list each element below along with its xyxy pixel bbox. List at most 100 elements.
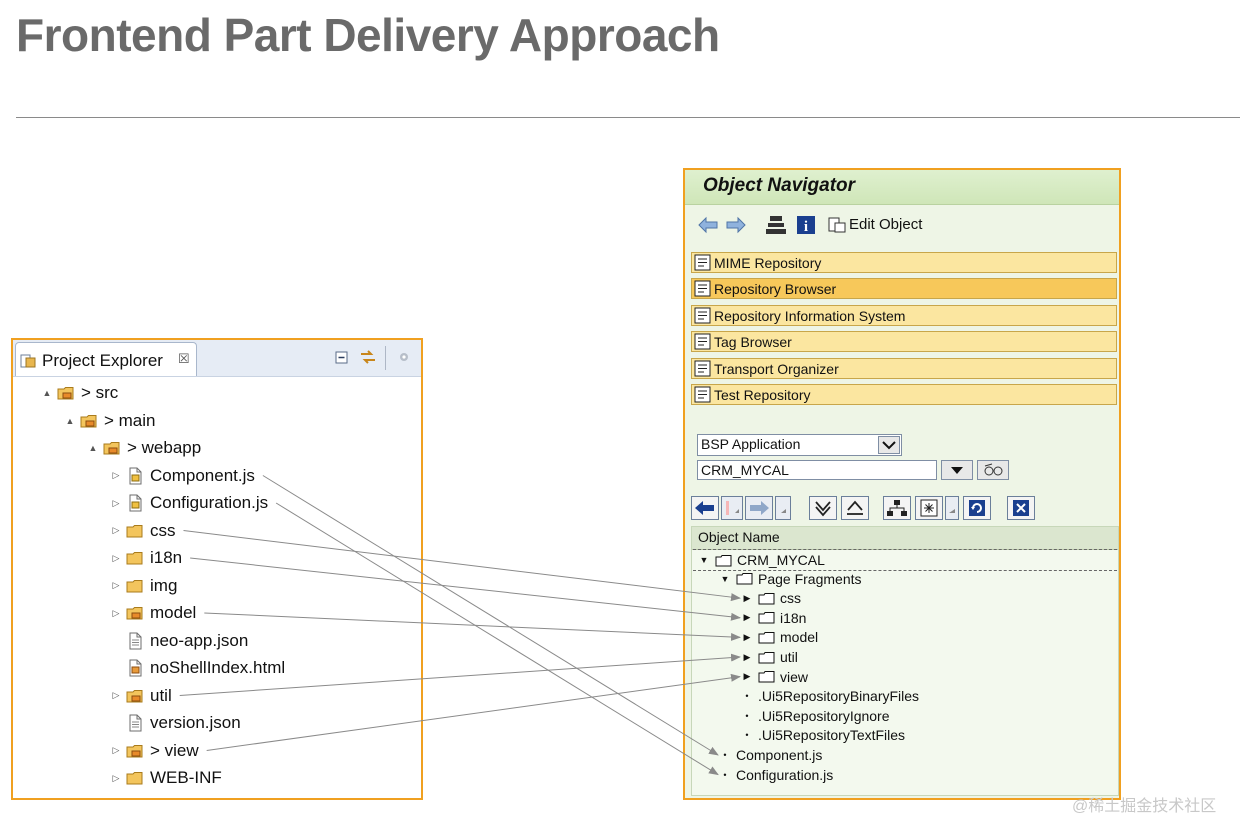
tab-project-explorer[interactable]: Project Explorer ☒: [15, 342, 197, 376]
worklist-button[interactable]: [915, 496, 943, 520]
repo-bar[interactable]: Repository Information System: [691, 304, 1117, 326]
tree-item[interactable]: ▷i18n: [110, 545, 183, 571]
tree-item[interactable]: ▷model: [110, 600, 197, 626]
link-with-editor-icon[interactable]: [359, 348, 377, 366]
tree-item[interactable]: ▲> src: [41, 380, 119, 406]
repo-bar-label: MIME Repository: [714, 255, 822, 271]
tree-item[interactable]: ▷> view: [110, 738, 199, 764]
leaf-bullet-icon: •: [745, 691, 749, 702]
tree-item[interactable]: ▷Configuration.js: [110, 490, 269, 516]
expand-button[interactable]: [809, 496, 837, 520]
close-icon[interactable]: ☒: [178, 351, 190, 366]
repo-bar[interactable]: MIME Repository: [691, 252, 1117, 273]
object-tree-item-label: util: [780, 649, 798, 665]
worklist-menu-button[interactable]: [945, 496, 959, 520]
expand-toggle-icon[interactable]: ▲: [65, 415, 75, 426]
repo-bar[interactable]: Test Repository: [691, 384, 1117, 405]
forward-arrow-icon[interactable]: [725, 214, 747, 236]
leaf-bullet-icon: •: [723, 750, 727, 760]
expand-toggle-icon[interactable]: ▷: [112, 690, 120, 700]
repo-bar-label: Repository Browser: [714, 281, 837, 298]
object-tree-item[interactable]: •.Ui5RepositoryIgnore: [742, 706, 889, 726]
tree-item[interactable]: ▷WEB-INF: [110, 765, 222, 791]
structure-button[interactable]: [883, 496, 911, 520]
object-type-dropdown-button[interactable]: [878, 436, 900, 454]
package-folder-icon: [126, 607, 143, 620]
expand-toggle-icon[interactable]: ▶: [743, 651, 751, 662]
tree-item[interactable]: version.json: [110, 710, 241, 736]
nav-forward-button[interactable]: [745, 496, 773, 520]
tree-item[interactable]: ▷util: [110, 683, 172, 709]
edit-object-icon[interactable]: [827, 214, 847, 236]
toggle-spacer: [110, 717, 122, 729]
display-button[interactable]: [977, 460, 1009, 480]
object-type-select[interactable]: BSP Application: [697, 434, 902, 456]
tree-item-label: css: [150, 520, 176, 540]
close-tree-button[interactable]: [1007, 496, 1035, 520]
expand-toggle-icon[interactable]: ▷: [112, 772, 120, 783]
repo-bar[interactable]: Repository Browser: [691, 278, 1117, 300]
object-tree-item[interactable]: •.Ui5RepositoryTextFiles: [742, 725, 905, 745]
expand-toggle-icon[interactable]: ▷: [112, 580, 120, 590]
expand-toggle-icon[interactable]: ▷: [112, 552, 120, 563]
tree-item-label: Component.js: [150, 465, 255, 485]
repo-bar[interactable]: Tag Browser: [691, 331, 1117, 353]
leaf-bullet-icon: •: [745, 730, 749, 741]
object-tree-item-label: Page Fragments: [758, 570, 862, 587]
expand-toggle-icon[interactable]: ▶: [743, 612, 751, 623]
expand-toggle-icon[interactable]: ▶: [743, 671, 751, 682]
tree-item[interactable]: ▷ Component.js: [110, 463, 255, 489]
back-arrow-icon[interactable]: [697, 214, 719, 236]
object-tree-item[interactable]: •Component.js: [720, 745, 822, 765]
object-tree-item[interactable]: ▼ Page Fragments: [720, 569, 862, 589]
triangle-down-icon: [951, 467, 963, 474]
folder-icon: [758, 631, 775, 644]
object-name-dropdown-button[interactable]: [941, 460, 973, 480]
object-tree-item[interactable]: ▶model: [742, 627, 819, 647]
expand-toggle-icon[interactable]: ▷: [112, 497, 120, 508]
collapse-all-icon[interactable]: [333, 348, 351, 366]
object-tree-item[interactable]: •.Ui5RepositoryBinaryFiles: [742, 686, 919, 706]
tree-item-label: > webapp: [127, 438, 202, 457]
edit-object-button[interactable]: Edit Object: [849, 216, 923, 233]
expand-toggle-icon[interactable]: ▲: [88, 443, 98, 453]
tree-item-label: noShellIndex.html: [150, 658, 286, 677]
object-tree-item[interactable]: •Configuration.js: [720, 765, 833, 785]
js-file-icon: [129, 467, 142, 484]
leaf-bullet-icon: •: [723, 769, 727, 780]
expand-toggle-icon[interactable]: ▷: [112, 470, 120, 480]
menu-arrow-icon: [726, 501, 739, 515]
nav-back-menu-button[interactable]: [721, 496, 743, 520]
expand-toggle-icon[interactable]: ▼: [699, 555, 709, 565]
expand-toggle-icon[interactable]: ▷: [112, 525, 120, 535]
object-tree-item[interactable]: ▶ util: [742, 647, 798, 667]
object-tree-item[interactable]: ▶css: [742, 588, 801, 608]
nav-back-button[interactable]: [691, 496, 719, 520]
tree-item[interactable]: ▲ > webapp: [87, 435, 202, 461]
object-tree-item-label: CRM_MYCAL: [737, 552, 825, 568]
title-divider: [16, 117, 1240, 118]
refresh-button[interactable]: [963, 496, 991, 520]
hierarchy-icon[interactable]: [765, 214, 787, 236]
tree-item[interactable]: ▷img: [110, 573, 178, 599]
collapse-button[interactable]: [841, 496, 869, 520]
object-tree-item[interactable]: ▶ i18n: [742, 608, 807, 628]
object-tree-item-label: i18n: [780, 609, 807, 626]
tree-item[interactable]: ▲> main: [64, 408, 156, 434]
repo-bar[interactable]: Transport Organizer: [691, 357, 1117, 379]
expand-toggle-icon[interactable]: ▲: [42, 388, 52, 398]
package-folder-icon: [126, 744, 143, 757]
tree-item[interactable]: ▷ css: [110, 518, 176, 544]
expand-toggle-icon[interactable]: ▷: [112, 745, 120, 755]
tree-item[interactable]: noShellIndex.html: [110, 655, 285, 681]
nav-forward-menu-button[interactable]: [775, 496, 791, 520]
view-menu-icon[interactable]: [395, 348, 413, 366]
expand-toggle-icon[interactable]: ▼: [720, 573, 730, 584]
object-tree-item[interactable]: ▶view: [742, 667, 808, 687]
expand-toggle-icon[interactable]: ▷: [112, 607, 120, 618]
expand-toggle-icon[interactable]: ▶: [743, 631, 751, 642]
object-name-input[interactable]: CRM_MYCAL: [697, 460, 937, 480]
expand-toggle-icon[interactable]: ▶: [743, 592, 751, 603]
tree-item[interactable]: neo-app.json: [110, 628, 248, 654]
info-icon[interactable]: i: [795, 214, 817, 236]
